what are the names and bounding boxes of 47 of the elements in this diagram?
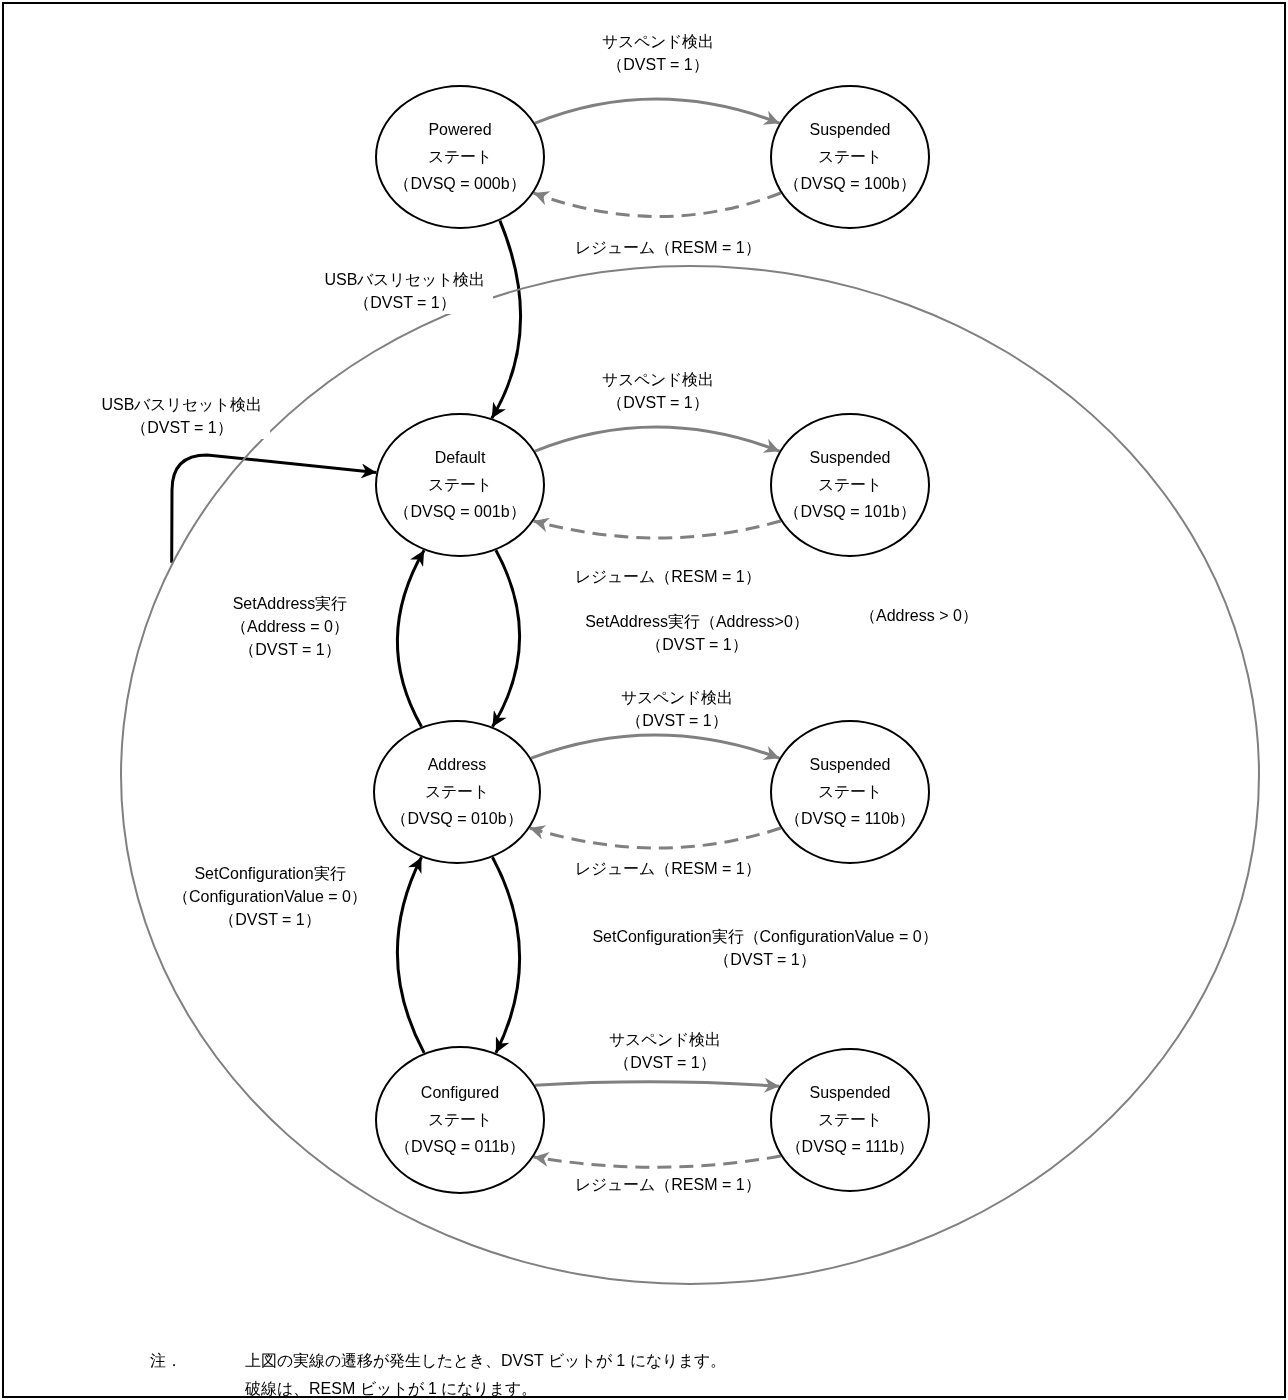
arrow <box>534 97 780 126</box>
state-label: ステート <box>817 781 883 802</box>
state-name: Suspended <box>808 1082 892 1103</box>
state-label: ステート <box>817 146 883 167</box>
arrow <box>535 1077 780 1093</box>
note-text: 上図の実線の遷移が発生したとき、DVST ビットが 1 になります。 <box>245 1351 726 1371</box>
state-name: Configured <box>419 1082 501 1103</box>
arrow <box>395 856 426 1054</box>
state-code: （DVSQ = 101b） <box>783 501 917 522</box>
dashed-arrow <box>533 1151 781 1169</box>
state-circle <box>770 85 930 229</box>
arrow <box>534 425 780 454</box>
condition-label: （Address > 0） <box>860 606 978 626</box>
state-code: （DVSQ = 110b） <box>784 808 916 829</box>
arrow <box>170 453 377 563</box>
state-name: Suspended <box>808 447 892 468</box>
arrow <box>395 549 426 728</box>
state-circle <box>770 413 930 557</box>
state-label: ステート <box>424 781 490 802</box>
state-label: ステート <box>427 474 493 495</box>
dashed-arrow <box>529 824 782 850</box>
state-name: Suspended <box>808 754 892 775</box>
state-label: ステート <box>817 474 883 495</box>
arrow <box>530 733 780 761</box>
dashed-arrow <box>533 190 782 218</box>
note-mark: 注． <box>150 1351 182 1371</box>
state-code: （DVSQ = 001b） <box>393 501 527 522</box>
state-circle <box>375 1046 545 1194</box>
state-code: （DVSQ = 010b） <box>390 808 524 829</box>
state-name: Default <box>433 447 487 468</box>
state-label: ステート <box>427 1109 493 1130</box>
state-label: ステート <box>427 146 493 167</box>
state-name: Powered <box>427 119 493 140</box>
state-name: Suspended <box>808 119 892 140</box>
state-code: （DVSQ = 000b） <box>393 173 527 194</box>
state-code: （DVSQ = 011b） <box>394 1136 526 1157</box>
arrow <box>491 856 522 1054</box>
dashed-arrow <box>533 517 782 540</box>
state-code: （DVSQ = 100b） <box>783 173 917 194</box>
state-circle <box>373 720 541 864</box>
state-name: Address <box>426 754 488 775</box>
state-code: （DVSQ = 111b） <box>784 1136 916 1157</box>
arrow <box>490 220 522 419</box>
arrow <box>491 549 522 728</box>
state-circle <box>375 413 545 557</box>
state-label: ステート <box>817 1109 883 1130</box>
state-circle <box>375 85 545 229</box>
